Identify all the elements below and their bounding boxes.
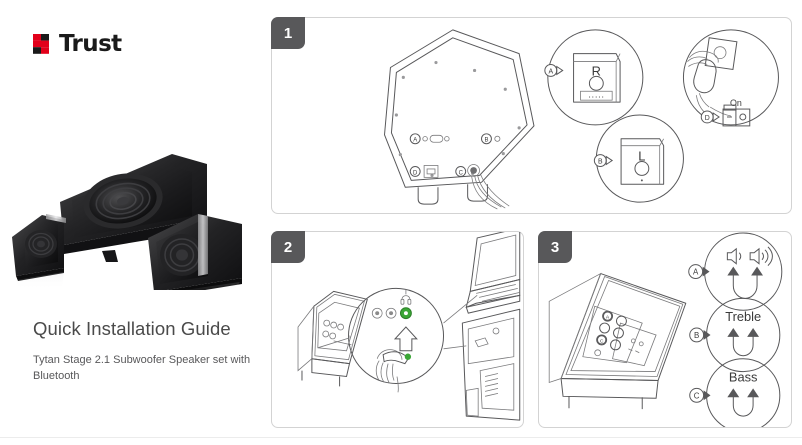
- treble-label: Treble: [725, 309, 761, 324]
- panel-2-artwork: [272, 232, 523, 427]
- svg-text:B: B: [598, 159, 603, 166]
- control-a-volume: A: [688, 232, 783, 311]
- svg-text:• • • • •: • • • • •: [589, 94, 604, 99]
- footer-divider: [0, 437, 802, 438]
- svg-text:A: A: [606, 315, 610, 321]
- svg-text:A: A: [693, 268, 699, 277]
- panel-2-svg: [297, 232, 521, 421]
- callout-a-right-speaker: A R • • • • •: [544, 29, 644, 126]
- speaker-set-photo: [2, 142, 264, 298]
- left-column: Trust: [0, 0, 266, 445]
- panel-connect-audio-jack: 2: [271, 231, 524, 428]
- callout-b-left-speaker: B L: [593, 114, 684, 203]
- svg-text:C: C: [600, 338, 604, 344]
- rotate-knob-icon: [727, 266, 763, 299]
- laptop-illustration: [465, 232, 521, 314]
- svg-text:C: C: [694, 391, 700, 400]
- control-b-treble: B Treble: [689, 297, 781, 373]
- connector-d: D: [409, 165, 439, 178]
- panel-1-artwork: A B D: [272, 18, 791, 213]
- panel-3-artwork: A C A: [539, 232, 791, 427]
- volume-low-icon: [726, 247, 742, 265]
- callout-cd-power: D On: [682, 29, 779, 127]
- trust-logo: Trust: [33, 31, 122, 57]
- left-satellite-speaker: [12, 214, 66, 281]
- speaker-set-illustration: [12, 154, 242, 298]
- subwoofer-rear-pentagon: A B D: [384, 29, 535, 210]
- power-on-label: On: [730, 98, 742, 108]
- page-title: Quick Installation Guide: [33, 318, 231, 339]
- subwoofer-unit: [60, 154, 207, 262]
- page-subtitle: Tytan Stage 2.1 Subwoofer Speaker set wi…: [33, 354, 251, 382]
- trust-arrow-svg: [33, 34, 49, 54]
- connector-a: A: [409, 133, 450, 145]
- hand-plug-icon: [687, 50, 732, 117]
- svg-text:C: C: [459, 170, 464, 176]
- jack-detail-magnifier: [348, 287, 445, 393]
- panel-1-badge: 1: [271, 17, 305, 49]
- svg-text:A: A: [413, 138, 417, 144]
- trust-arrow-icon: [33, 34, 57, 54]
- bass-label: Bass: [729, 369, 758, 384]
- hand-holding-plug: [375, 349, 412, 393]
- panel-connect-speakers: 1: [271, 17, 792, 214]
- subwoofer-control-unit: [297, 290, 368, 387]
- rotate-knob-icon-treble: [727, 328, 760, 357]
- rotate-knob-icon-bass: [727, 388, 760, 417]
- control-c-bass: C Bass: [689, 358, 781, 427]
- right-satellite-speaker: [148, 214, 242, 298]
- desktop-pc-illustration: [461, 308, 521, 421]
- svg-text:B: B: [484, 138, 488, 144]
- panel-3-badge: 3: [538, 231, 572, 263]
- power-cables: [471, 174, 510, 210]
- svg-text:D: D: [413, 170, 417, 176]
- leader-lines: [317, 295, 478, 350]
- volume-high-icon: [749, 246, 773, 267]
- line-out-symbol: [400, 289, 412, 305]
- svg-text:R: R: [592, 63, 601, 78]
- svg-text:B: B: [694, 331, 699, 340]
- connector-c: C: [455, 164, 480, 177]
- svg-text:D: D: [705, 115, 710, 122]
- panel-1-svg: A B D: [384, 29, 779, 210]
- panel-adjust-controls: 3: [538, 231, 792, 428]
- panel-3-svg: A C A: [548, 232, 783, 427]
- connector-b: B: [481, 133, 501, 145]
- panel-2-badge: 2: [271, 231, 305, 263]
- svg-text:A: A: [548, 68, 553, 75]
- audio-jack-row: [371, 307, 412, 320]
- subwoofer-front-panel: A C: [548, 272, 687, 410]
- trust-wordmark: Trust: [59, 31, 122, 57]
- svg-text:L: L: [638, 149, 645, 164]
